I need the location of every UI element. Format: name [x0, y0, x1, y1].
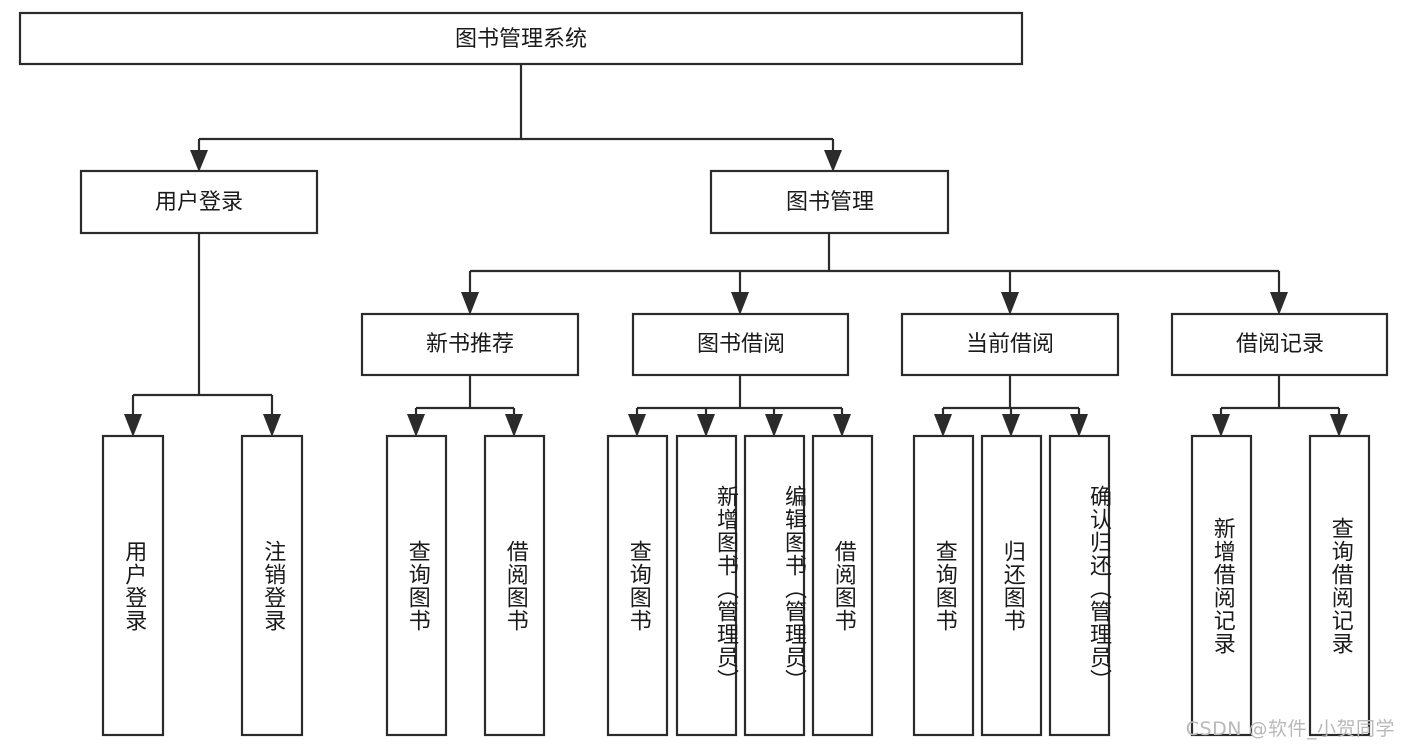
- node-leaf-add-borrow-record-box[interactable]: [1190, 434, 1253, 737]
- node-user-login-label: 用户登录: [155, 190, 243, 215]
- node-borrow-record-label: 借阅记录: [1236, 332, 1324, 357]
- node-leaf-query-book-recommend-box[interactable]: [385, 434, 448, 737]
- node-current-borrow-label: 当前借阅: [966, 332, 1054, 357]
- edges-layer: [124, 64, 1348, 437]
- arrow-to-borrow-record: [1270, 292, 1288, 315]
- edge-new-book-recommend-to-leaves-bus: [414, 375, 516, 424]
- edge-borrow-record-to-leaves-bus: [1219, 375, 1341, 424]
- edge-root-to-level1-bus: [197, 64, 835, 160]
- arrow-to-leaf-query-book-recommend: [407, 414, 425, 437]
- node-new-book-recommend-label: 新书推荐: [426, 332, 514, 357]
- arrow-to-leaf-add-borrow-record: [1212, 414, 1230, 437]
- node-leaf-borrow-book-box[interactable]: [811, 434, 874, 737]
- node-leaf-add-book-admin-box[interactable]: [675, 434, 738, 737]
- node-leaf-return-book-box[interactable]: [980, 434, 1043, 737]
- node-book-management-label: 图书管理: [786, 190, 874, 215]
- arrow-to-leaf-query-borrow-record: [1330, 414, 1348, 437]
- arrow-to-leaf-query-book-current: [934, 414, 952, 437]
- arrow-to-leaf-borrow-book-recommend: [505, 414, 523, 437]
- arrow-to-new-book-recommend: [461, 292, 479, 315]
- arrow-to-leaf-query-book-borrow: [628, 414, 646, 437]
- arrow-to-leaf-return-book: [1002, 414, 1020, 437]
- arrow-to-leaf-edit-book-admin: [765, 414, 783, 437]
- node-leaf-query-borrow-record-box[interactable]: [1308, 434, 1371, 737]
- node-current-borrow-box[interactable]: [900, 312, 1120, 377]
- node-new-book-recommend-box[interactable]: [360, 312, 580, 377]
- node-root-label: 图书管理系统: [455, 27, 587, 52]
- edge-user-login-to-leaves-bus: [131, 233, 274, 424]
- csdn-watermark: CSDN @软件_小贺同学: [1185, 718, 1395, 740]
- edge-book-management-to-level2-bus: [468, 233, 1281, 302]
- node-leaf-edit-book-admin-box[interactable]: [743, 434, 806, 737]
- arrow-to-current-borrow: [1001, 292, 1019, 315]
- node-leaf-confirm-return-admin-box[interactable]: [1048, 434, 1111, 737]
- node-user-login-box[interactable]: [79, 169, 319, 235]
- arrow-to-book-borrow: [731, 292, 749, 315]
- arrow-user-login-to-leaf-user-login: [124, 414, 142, 437]
- arrow-to-leaf-confirm-return-admin: [1070, 414, 1088, 437]
- edge-book-borrow-to-leaves-bus: [635, 375, 844, 424]
- node-root-box[interactable]: [18, 11, 1024, 66]
- node-book-borrow-box[interactable]: [631, 312, 850, 377]
- arrow-root-to-book-management: [824, 150, 842, 172]
- node-leaf-user-login-box[interactable]: [101, 434, 165, 737]
- node-leaf-logout-login-box[interactable]: [240, 434, 304, 737]
- nodes-layer: 图书管理系统 用户登录 图书管理 新书推荐 图书借阅 当前借阅 借阅记录: [18, 11, 1389, 737]
- arrow-to-leaf-add-book-admin: [697, 414, 715, 437]
- node-leaf-query-book-borrow-box[interactable]: [606, 434, 669, 737]
- node-borrow-record-box[interactable]: [1170, 312, 1389, 377]
- arrow-root-to-user-login: [190, 150, 208, 172]
- arrow-to-leaf-borrow-book: [833, 414, 851, 437]
- node-leaf-borrow-book-recommend-box[interactable]: [483, 434, 546, 737]
- arrow-user-login-to-leaf-logout-login: [263, 414, 281, 437]
- node-book-borrow-label: 图书借阅: [697, 332, 785, 357]
- node-book-management-box[interactable]: [709, 169, 950, 235]
- node-leaf-query-book-current-box[interactable]: [912, 434, 975, 737]
